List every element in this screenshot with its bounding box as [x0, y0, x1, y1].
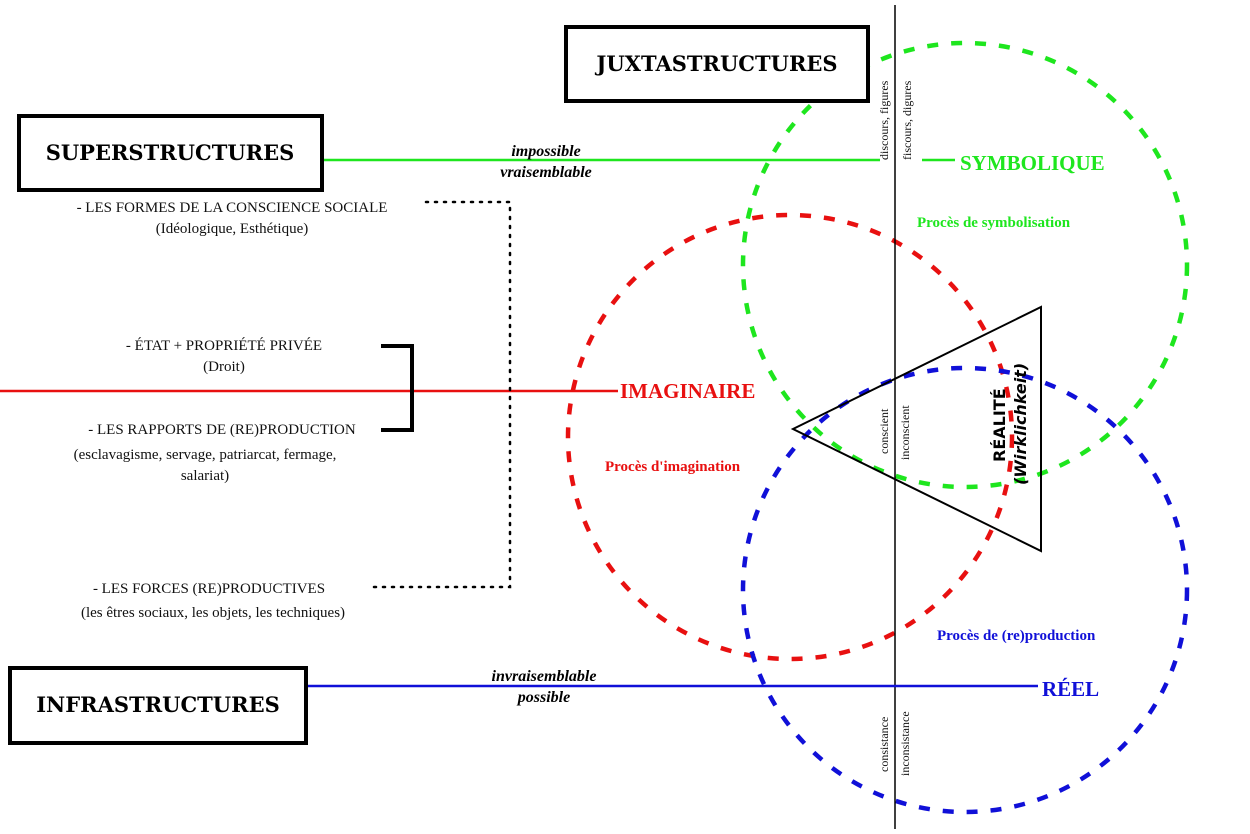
infrastructures-label: INFRASTRUCTURES: [36, 692, 280, 717]
fiscours-digures-label: fiscours, digures: [900, 80, 914, 160]
realite-label: RÉALITÉ: [990, 388, 1009, 462]
imaginaire-label: IMAGINAIRE: [620, 379, 755, 403]
etat-sub: (Droit): [203, 359, 245, 375]
process-imagination-label: Procès d'imagination: [605, 459, 741, 475]
etat-title: - ÉTAT + PROPRIÉTÉ PRIVÉE: [126, 337, 322, 354]
vraisemblable-label: vraisemblable: [500, 164, 592, 181]
imaginaire-circle: [565, 212, 1015, 662]
realite-triangle: [790, 305, 1042, 553]
consistance-label: consistance: [877, 717, 891, 772]
wirklichkeit-label: (Wirklichkeit): [1011, 363, 1030, 485]
symbolique-circle: [740, 40, 1190, 490]
rapports-sub2: salariat): [181, 468, 229, 484]
formes-sub: (Idéologique, Esthétique): [156, 221, 308, 237]
forces-title: - LES FORCES (RE)PRODUCTIVES: [93, 581, 325, 597]
rapports-sub1: (esclavagisme, servage, patriarcat, ferm…: [74, 447, 337, 463]
reel-circle: [740, 365, 1190, 815]
forces-sub: (les êtres sociaux, les objets, les tech…: [81, 605, 345, 621]
impossible-label: impossible: [511, 143, 580, 160]
bracket: [381, 344, 414, 432]
superstructures-box: [17, 114, 324, 192]
reel-label: RÉEL: [1042, 677, 1099, 701]
possible-label: possible: [516, 689, 570, 706]
superstructures-label: SUPERSTRUCTURES: [46, 140, 295, 165]
process-symbolisation-label: Procès de symbolisation: [917, 215, 1071, 231]
process-reproduction-label: Procès de (re)production: [937, 628, 1096, 644]
infrastructures-box: [8, 666, 308, 745]
discours-figures-label: discours, figures: [877, 80, 891, 160]
dotted-connector: [370, 200, 512, 589]
rapports-title: - LES RAPPORTS DE (RE)PRODUCTION: [88, 422, 356, 438]
juxtastructures-label: JUXTASTRUCTURES: [594, 51, 837, 76]
inconsistance-label: inconsistance: [898, 711, 912, 776]
invraisemblable-label: invraisemblable: [492, 668, 597, 685]
formes-title: - LES FORMES DE LA CONSCIENCE SOCIALE: [77, 200, 388, 216]
conscient-label: conscient: [877, 408, 891, 454]
inconscient-label: inconscient: [898, 405, 912, 460]
symbolique-label: SYMBOLIQUE: [960, 151, 1105, 175]
juxtastructures-box: [564, 25, 870, 103]
